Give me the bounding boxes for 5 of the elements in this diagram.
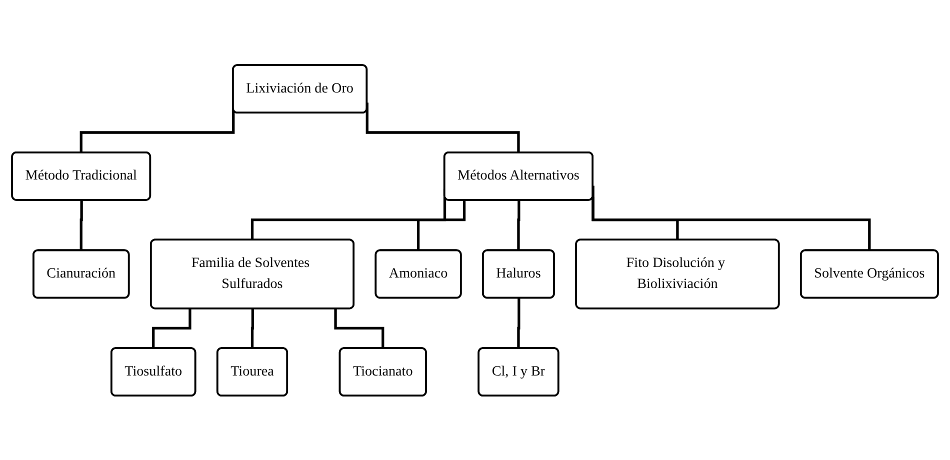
tree-diagram: Lixiviación de Oro Método Tradicional Métodos Alternativos Cianuración Familia de Solventes Sulfurados Amoniaco Haluros Fito Disolución y Biolixiviación Solvente Orgánicos Tiosulfato Tiourea Tiocianato Cl, I y Br [5, 58, 945, 402]
connector [250, 308, 254, 350]
connector [517, 298, 520, 350]
connector [152, 308, 192, 350]
connector [334, 308, 385, 350]
